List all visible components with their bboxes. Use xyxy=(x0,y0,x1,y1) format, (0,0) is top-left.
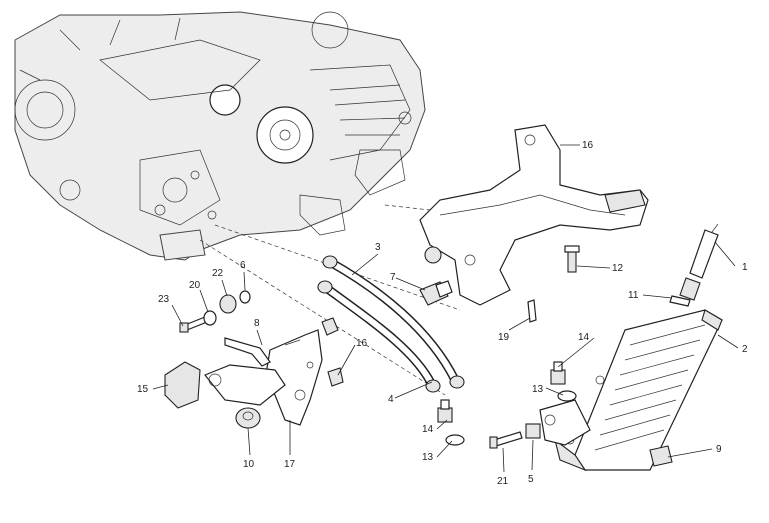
fitting-14-left xyxy=(437,399,453,423)
callout-12: 12 xyxy=(612,263,624,274)
leader-lines xyxy=(152,144,739,473)
oil-hoses xyxy=(317,255,465,393)
callout-10: 10 xyxy=(243,459,255,470)
callout-22: 22 xyxy=(212,268,224,279)
callout-2: 2 xyxy=(742,344,748,355)
fitting-14-right xyxy=(550,361,566,385)
callout-7: 7 xyxy=(390,272,396,283)
clip-16-lower xyxy=(321,317,344,387)
engine-block xyxy=(14,11,426,261)
callout-4: 4 xyxy=(388,394,394,405)
drain-plug-9 xyxy=(649,445,673,467)
grommet-10 xyxy=(235,407,261,429)
callout-3: 3 xyxy=(375,242,381,253)
callout-16-upper: 16 xyxy=(582,140,594,151)
washer-6 xyxy=(239,290,251,304)
callout-19: 19 xyxy=(498,332,510,343)
callout-23: 23 xyxy=(158,294,170,305)
callout-16-lower: 16 xyxy=(356,338,368,349)
seal-11 xyxy=(669,295,691,307)
bolt-12 xyxy=(564,245,580,273)
callout-13-right: 13 xyxy=(532,384,544,395)
callout-1: 1 xyxy=(742,262,748,273)
clip-8 xyxy=(224,337,271,367)
nut-22 xyxy=(219,294,237,314)
clamp-7 xyxy=(419,280,453,306)
temperature-sensor-1 xyxy=(679,223,719,301)
bolt-19 xyxy=(527,299,537,323)
callout-11: 11 xyxy=(628,290,639,301)
callout-20: 20 xyxy=(189,280,201,291)
spacer-5 xyxy=(525,423,541,439)
washer-13-right xyxy=(557,390,577,402)
bolt-21 xyxy=(489,431,523,449)
arm-bracket xyxy=(204,364,286,406)
rubber-mount-15 xyxy=(164,361,201,409)
washer-13-left xyxy=(445,434,465,446)
washer-20 xyxy=(203,310,217,326)
callout-6: 6 xyxy=(240,260,246,271)
callout-14-left: 14 xyxy=(422,424,434,435)
mounting-bracket xyxy=(419,124,649,306)
oil-cooler xyxy=(554,309,723,472)
callout-21: 21 xyxy=(497,476,509,487)
callout-13-left: 13 xyxy=(422,452,434,463)
callout-17: 17 xyxy=(284,459,296,470)
callout-5: 5 xyxy=(528,474,534,485)
callout-15: 15 xyxy=(137,384,149,395)
bracket-cooler-lower xyxy=(539,399,591,446)
callout-8: 8 xyxy=(254,318,260,329)
callout-14-right: 14 xyxy=(578,332,590,343)
callout-9: 9 xyxy=(716,444,722,455)
